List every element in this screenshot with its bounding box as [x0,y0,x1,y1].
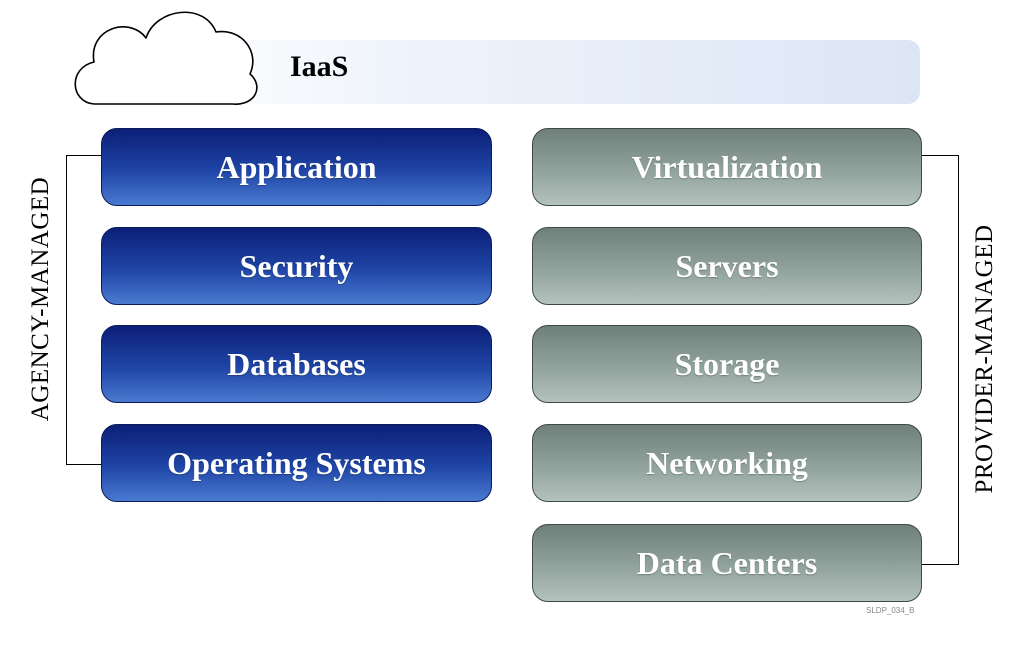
provider-bracket [922,155,959,565]
layer-databases: Databases [101,325,492,403]
provider-managed-label: PROVIDER-MANAGED [971,224,998,494]
layer-data-centers: Data Centers [532,524,922,602]
layer-servers: Servers [532,227,922,305]
agency-bracket [66,155,103,465]
slide-id: SLDP_034_B [866,606,915,615]
cloud-icon [74,11,258,105]
layer-storage: Storage [532,325,922,403]
layer-security: Security [101,227,492,305]
iaas-banner [150,40,920,104]
layer-networking: Networking [532,424,922,502]
agency-managed-label: AGENCY-MANAGED [27,176,54,422]
layer-operating-systems: Operating Systems [101,424,492,502]
layer-application: Application [101,128,492,206]
banner-title: IaaS [290,50,349,83]
layer-virtualization: Virtualization [532,128,922,206]
